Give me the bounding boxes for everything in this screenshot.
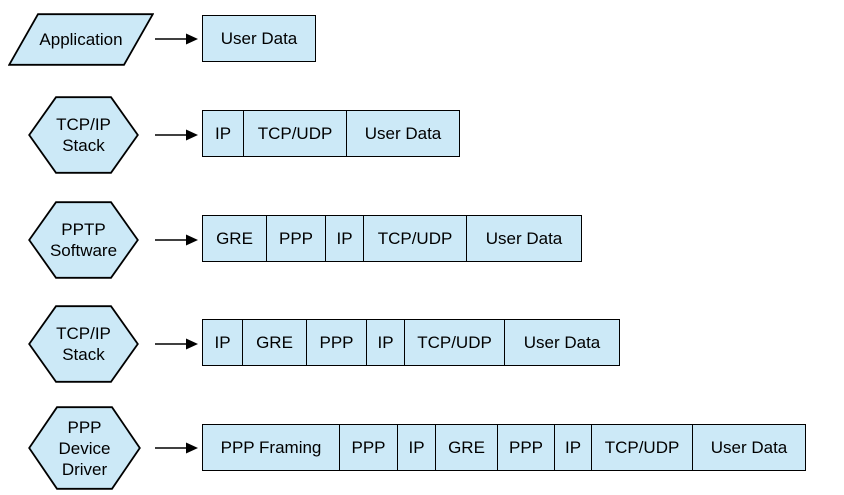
packet-strip-ppp-device-driver: PPP Framing PPP IP GRE PPP IP TCP/UDP Us… (202, 424, 806, 471)
packet-cell: User Data (347, 111, 459, 156)
packet-cell: User Data (467, 216, 581, 261)
arrow-right-icon-tcp-ip-stack-2 (155, 336, 199, 352)
packet-cell: PPP Framing (203, 425, 340, 470)
shape-hexagon-tcp-ip-stack-1: TCP/IP Stack (28, 96, 139, 174)
packet-cell: IP (555, 425, 592, 470)
packet-cell: User Data (505, 320, 619, 365)
packet-cell: PPP (307, 320, 367, 365)
packet-cell: IP (367, 320, 405, 365)
packet-cell: TCP/UDP (244, 111, 347, 156)
packet-cell: PPP (498, 425, 555, 470)
packet-cell: PPP (267, 216, 326, 261)
packet-cell: User Data (693, 425, 805, 470)
packet-cell: GRE (243, 320, 307, 365)
diagram-row-tcp-ip-stack-2: TCP/IP Stack IP GRE PPP IP TCP/UDP User … (0, 305, 844, 383)
packet-cell: GRE (203, 216, 267, 261)
diagram-row-tcp-ip-stack-1: TCP/IP Stack IP TCP/UDP User Data (0, 96, 844, 174)
shape-hexagon-ppp-device-driver: PPP Device Driver (28, 406, 141, 490)
packet-cell: TCP/UDP (405, 320, 505, 365)
diagram-row-ppp-device-driver: PPP Device Driver PPP Framing PPP IP GRE… (0, 406, 844, 490)
diagram-row-application: Application User Data (0, 13, 844, 66)
diagram-row-pptp-software: PPTP Software GRE PPP IP TCP/UDP User Da… (0, 201, 844, 279)
arrow-right-icon-pptp-software (155, 232, 199, 248)
packet-strip-tcp-ip-stack-1: IP TCP/UDP User Data (202, 110, 460, 157)
arrow-right-icon-application (155, 31, 199, 47)
packet-cell: IP (398, 425, 436, 470)
shape-parallelogram-application: Application (8, 13, 154, 66)
packet-cell: User Data (203, 16, 315, 61)
packet-cell: IP (326, 216, 364, 261)
shape-hexagon-pptp-software: PPTP Software (28, 201, 139, 279)
packet-cell: TCP/UDP (592, 425, 693, 470)
packet-cell: GRE (436, 425, 498, 470)
packet-cell: IP (203, 111, 244, 156)
packet-strip-pptp-software: GRE PPP IP TCP/UDP User Data (202, 215, 582, 262)
packet-strip-application: User Data (202, 15, 316, 62)
packet-cell: PPP (340, 425, 398, 470)
arrow-right-icon-ppp-device-driver (155, 440, 199, 456)
shape-hexagon-tcp-ip-stack-2: TCP/IP Stack (28, 305, 139, 383)
packet-cell: IP (203, 320, 243, 365)
arrow-right-icon-tcp-ip-stack-1 (155, 127, 199, 143)
packet-cell: TCP/UDP (364, 216, 467, 261)
packet-strip-tcp-ip-stack-2: IP GRE PPP IP TCP/UDP User Data (202, 319, 620, 366)
